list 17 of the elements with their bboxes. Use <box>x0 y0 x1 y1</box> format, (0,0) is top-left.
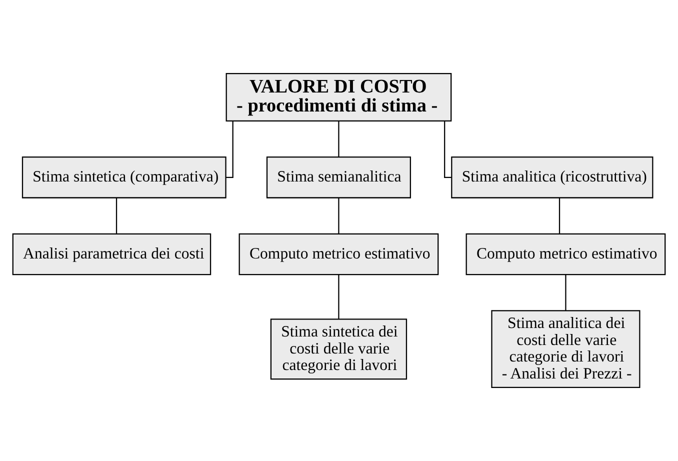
connector <box>226 121 234 178</box>
node-box: Computo metrico estimativo <box>466 233 666 276</box>
connector <box>338 198 340 234</box>
node-box: Stima analitica dei costi delle varie categorie di lavori - Analisi dei Prezzi - <box>491 310 640 388</box>
connector <box>444 121 452 178</box>
connector <box>565 274 566 311</box>
node-box: Stima sintetica dei costi delle varie categorie di lavori <box>270 318 408 380</box>
connector <box>338 274 340 319</box>
node-box: Computo metrico estimativo <box>238 233 439 276</box>
node-box: Stima sintetica (comparativa) <box>22 156 226 198</box>
connector <box>558 198 560 234</box>
connector <box>116 198 118 234</box>
node-box: Stima semianalitica <box>266 156 411 198</box>
node-box: Analisi parametrica dei costi <box>12 233 212 276</box>
connector <box>338 121 340 157</box>
node-box: Stima analitica (ricostruttiva) <box>451 156 654 198</box>
node-box: VALORE DI COSTO - procedimenti di stima - <box>226 72 452 122</box>
